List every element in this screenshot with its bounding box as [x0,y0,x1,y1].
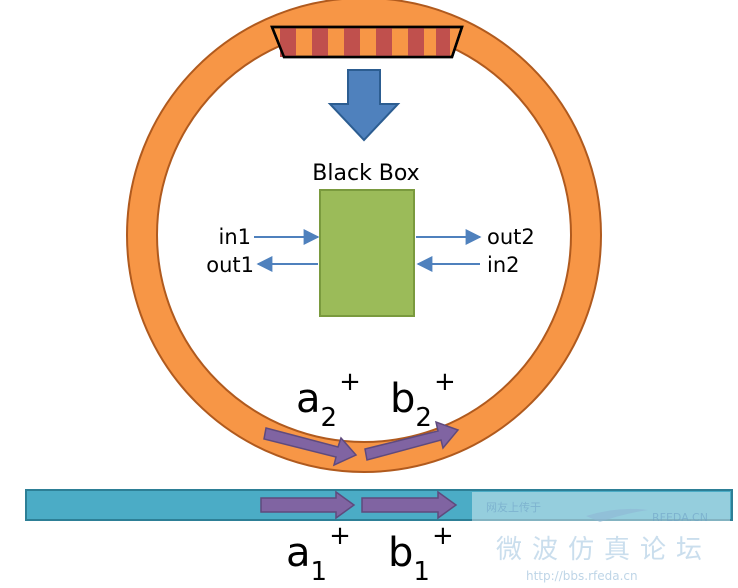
b1-wave-arrow [361,490,458,520]
black-box-title: Black Box [312,161,419,186]
a2-wave-arrow [263,427,358,467]
watermark-small-text: 网友上传于 [486,500,541,514]
port-in1: in1 [218,225,251,249]
watermark-wing-icon [586,508,648,522]
b2-wave-arrow [364,420,460,461]
port-out1: out1 [206,253,254,277]
watermark: 网友上传于 RFEDA.CN 微波仿真论坛 http://bbs.rfeda.c… [472,492,730,583]
watermark-chinese-title: 微波仿真论坛 [496,535,712,565]
a1-wave-arrow [260,490,356,520]
label-b2-plus: b2+ [390,367,456,433]
down-arrow-icon [327,69,401,142]
label-a1-plus: a1+ [286,521,351,587]
watermark-brand: RFEDA.CN [652,511,708,524]
black-box [319,189,415,317]
port-in2: in2 [487,253,520,277]
ring-resonator [126,0,602,473]
port-out2: out2 [487,225,535,249]
label-b1-plus: b1+ [388,521,454,587]
ring-striped-section [270,25,464,59]
label-a2-plus: a2+ [296,367,361,433]
watermark-url: http://bbs.rfeda.cn [526,569,638,583]
